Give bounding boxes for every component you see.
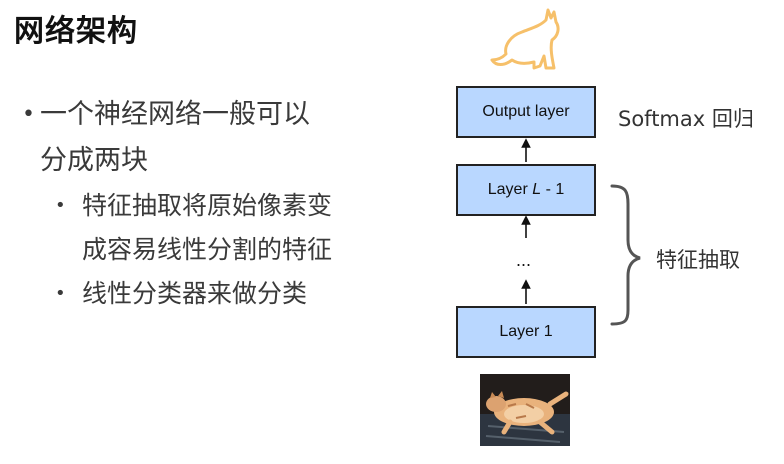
layer-1-box: Layer 1	[456, 306, 596, 358]
layer-l-variable: L	[532, 181, 542, 198]
page-title: 网络架构	[14, 14, 138, 49]
sub-bullet-item: • 线性分类器来做分类	[20, 272, 402, 316]
bullet-dot-icon: •	[22, 102, 35, 127]
output-layer-box: Output layer	[456, 86, 596, 138]
bullet-item: • 一个神经网络一般可以 分成两块 • 特征抽取将原始像素变 成容易线性分割的特…	[20, 92, 390, 316]
feature-brace-icon	[610, 184, 641, 326]
bullet-text-line1: 一个神经网络一般可以	[40, 99, 310, 130]
layer-l-suffix: - 1	[541, 181, 565, 198]
sub-bullet-item: • 特征抽取将原始像素变 成容易线性分割的特征	[20, 184, 402, 272]
bullet-list: • 一个神经网络一般可以 分成两块 • 特征抽取将原始像素变 成容易线性分割的特…	[20, 92, 390, 316]
sub-bullet-text-line2: 成容易线性分割的特征	[82, 235, 333, 264]
cat-photo	[480, 374, 570, 446]
output-layer-label: Output layer	[482, 103, 570, 120]
layer-l-prefix: Layer	[487, 181, 533, 198]
ellipsis-label: ...	[516, 250, 532, 270]
sub-bullet-dot-icon: •	[55, 283, 66, 304]
feature-extraction-label: 特征抽取	[656, 248, 740, 272]
sub-bullet-text-line1: 线性分类器来做分类	[82, 279, 308, 308]
cat-outline-icon	[490, 8, 560, 70]
sub-bullet-list: • 特征抽取将原始像素变 成容易线性分割的特征 • 线性分类器来做分类	[20, 184, 390, 316]
sub-bullet-dot-icon: •	[55, 195, 66, 216]
layer-l-minus-1-box: Layer L - 1	[456, 164, 596, 216]
layer-1-label: Layer 1	[499, 323, 553, 340]
sub-bullet-text-line1: 特征抽取将原始像素变	[82, 191, 333, 220]
softmax-label: Softmax 回归	[618, 107, 754, 131]
bullet-text-line2: 分成两块	[40, 145, 148, 176]
